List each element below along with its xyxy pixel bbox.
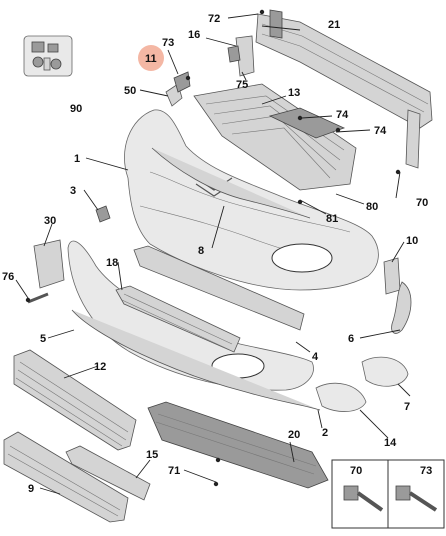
fastener-inset: 70 73 xyxy=(331,459,445,529)
callout-c9: 9 xyxy=(28,483,34,495)
callout-c1: 1 xyxy=(74,153,80,165)
part-12-grille xyxy=(13,349,137,451)
part-21-reinforcement-beam xyxy=(255,9,433,169)
callout-c72: 72 xyxy=(208,13,220,25)
part-7-fog-trim xyxy=(361,356,409,387)
callout-c75: 75 xyxy=(236,79,248,91)
leader-lines xyxy=(15,13,411,495)
callout-c2: 2 xyxy=(322,427,328,439)
callout-c14: 14 xyxy=(384,437,397,449)
callout-c71: 71 xyxy=(168,465,180,477)
callout-c12: 12 xyxy=(94,361,106,373)
callout-c21: 21 xyxy=(328,19,340,31)
callout-c16: 16 xyxy=(188,29,200,41)
callout-11-highlight xyxy=(138,45,164,71)
callout-c11: 11 xyxy=(145,53,157,65)
inset-label-70: 70 xyxy=(350,465,362,477)
part-20-undertray xyxy=(147,401,329,489)
part-4-absorber xyxy=(133,245,305,331)
callout-c15: 15 xyxy=(146,449,158,461)
callout-c20: 20 xyxy=(288,429,300,441)
part-5-lip-strip xyxy=(71,309,321,411)
part-30-bracket xyxy=(33,239,65,289)
callout-c90: 90 xyxy=(70,103,82,115)
callout-c73a: 73 xyxy=(162,37,174,49)
part-90-clip-kit xyxy=(23,35,73,77)
part-6-side-trim xyxy=(391,281,412,334)
callout-c6: 6 xyxy=(348,333,354,345)
callout-c74a: 74 xyxy=(336,109,349,121)
part-15-grille xyxy=(65,445,151,501)
callout-c81: 81 xyxy=(326,213,338,225)
callout-c70a: 70 xyxy=(416,197,428,209)
callout-c10: 10 xyxy=(406,235,418,247)
part-10-side-bracket xyxy=(383,257,401,295)
screw-73-icon xyxy=(395,485,438,512)
callout-c7: 7 xyxy=(404,401,410,413)
part-76-pin xyxy=(27,292,49,304)
screw-70-icon xyxy=(343,485,384,512)
callout-c74b: 74 xyxy=(374,125,387,137)
part-9-grille xyxy=(3,431,129,523)
callout-c8: 8 xyxy=(198,245,204,257)
callout-c3: 3 xyxy=(70,185,76,197)
part-3-clip xyxy=(95,205,111,223)
callout-c76: 76 xyxy=(2,271,14,283)
callout-c4: 4 xyxy=(312,351,319,363)
callout-c18: 18 xyxy=(106,257,118,269)
part-50-bracket xyxy=(165,71,191,107)
part-13-upper-grille xyxy=(193,83,357,191)
inset-label-73: 73 xyxy=(420,465,432,477)
fastener-dots xyxy=(25,9,401,487)
callout-c13: 13 xyxy=(288,87,300,99)
callout-c50: 50 xyxy=(124,85,136,97)
part-16-bracket xyxy=(227,35,255,77)
part-8-trim-strip xyxy=(151,147,311,219)
part-18-lower-grille xyxy=(115,285,241,353)
callout-c80: 80 xyxy=(366,201,378,213)
part-14-fog-cover xyxy=(315,382,367,412)
callout-c5: 5 xyxy=(40,333,46,345)
callout-c30: 30 xyxy=(44,215,56,227)
